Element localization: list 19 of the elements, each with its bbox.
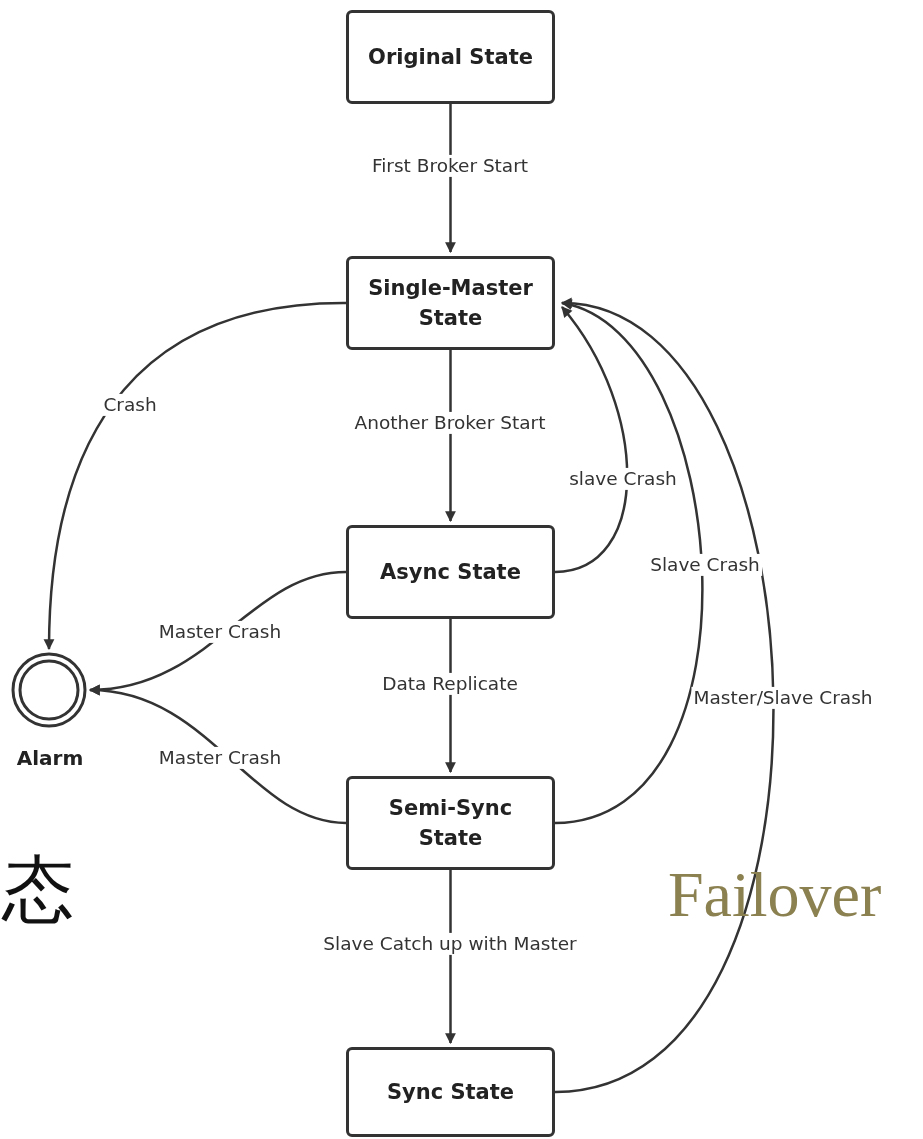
- edge-label: Crash: [101, 393, 159, 417]
- arrow: [445, 870, 456, 1045]
- arrow: [445, 350, 456, 523]
- arrow: [43, 301, 347, 651]
- state-box: Sync State: [346, 1047, 555, 1137]
- edge-label: Slave Catch up with Master: [321, 932, 579, 956]
- edge-label: Another Broker Start: [352, 411, 548, 435]
- state-box: Single-Master State: [346, 256, 555, 350]
- state-box: Original State: [346, 10, 555, 104]
- state-box: Async State: [346, 525, 555, 619]
- node-label: Alarm: [15, 746, 85, 770]
- arrow: [554, 300, 775, 1094]
- edge-label: Slave Crash: [648, 553, 762, 577]
- edge-label: slave Crash: [567, 467, 679, 491]
- arrow: [88, 685, 347, 825]
- state-box: Semi-Sync State: [346, 776, 555, 870]
- arrow: [554, 301, 704, 825]
- note-text: 态: [2, 850, 74, 930]
- arrow: [554, 306, 629, 574]
